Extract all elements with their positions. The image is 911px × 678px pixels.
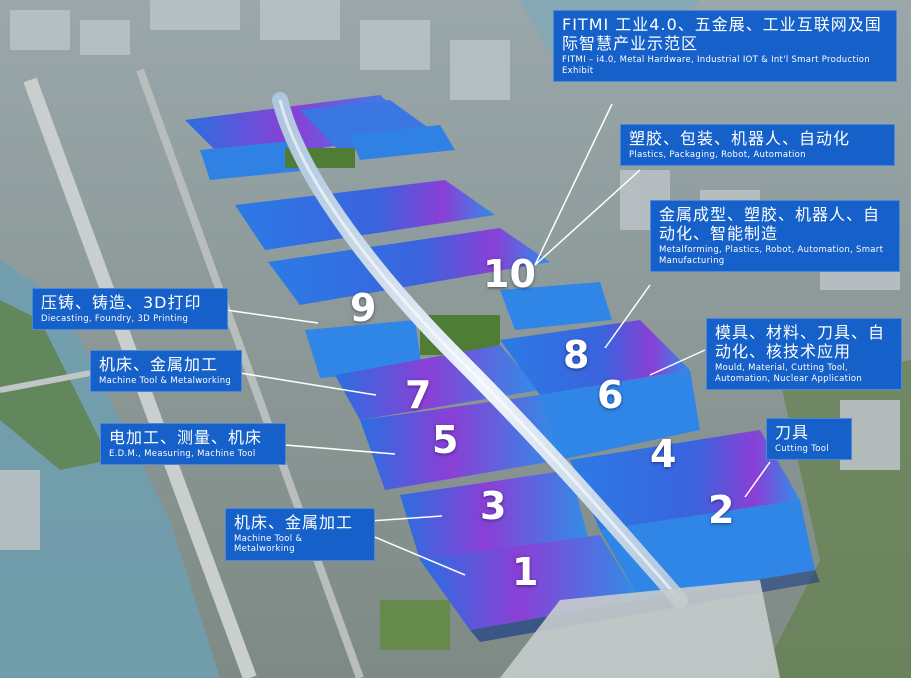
callout-machine-tool-upper: 机床、金属加工 Machine Tool & Metalworking [90, 350, 242, 393]
callout-edm-zh: 电加工、测量、机床 [109, 428, 263, 447]
callout-cutting-tool: 刀具 Cutting Tool [766, 418, 852, 461]
callout-diecasting-en: Diecasting, Foundry, 3D Printing [41, 314, 189, 325]
callout-metalforming-zh: 金属成型、塑胶、机器人、自动化、智能制造 [659, 205, 881, 244]
hall-number-10: 10 [483, 252, 536, 296]
leader-machine-lower-a [369, 515, 443, 522]
callout-machine-tool-upper-zh: 机床、金属加工 [99, 355, 219, 374]
leader-machine-upper [239, 372, 377, 396]
callout-mould: 模具、材料、刀具、自动化、核技术应用 Mould, Material, Cutt… [706, 318, 902, 390]
leader-edm [284, 444, 396, 455]
callout-diecasting: 压铸、铸造、3D打印 Diecasting, Foundry, 3D Print… [32, 288, 228, 331]
callout-plastics-en: Plastics, Packaging, Robot, Automation [629, 150, 806, 161]
hall-fitmi-roof-4 [350, 125, 455, 160]
callout-mould-en: Mould, Material, Cutting Tool, Automatio… [715, 363, 863, 384]
callout-mould-zh: 模具、材料、刀具、自动化、核技术应用 [715, 323, 886, 362]
hall-number-1: 1 [512, 550, 539, 594]
central-walkway-highlight [278, 99, 682, 601]
callout-fitmi-en: FITMI – i4.0, Metal Hardware, Industrial… [562, 55, 870, 76]
hall-number-4: 4 [650, 432, 677, 476]
leader-plastics [534, 169, 641, 266]
entrance-plaza [500, 580, 780, 678]
callout-metalforming: 金属成型、塑胶、机器人、自动化、智能制造 Metalforming, Plast… [650, 200, 900, 272]
callout-machine-tool-lower-en: Machine Tool & Metalworking [234, 534, 303, 555]
hall-10-annex [500, 282, 612, 330]
callout-cutting-tool-en: Cutting Tool [775, 444, 829, 455]
hall-9-annex [305, 320, 422, 378]
callout-plastics: 塑胶、包装、机器人、自动化 Plastics, Packaging, Robot… [620, 124, 895, 167]
hall-6-roof [540, 370, 700, 460]
leader-metalforming [604, 284, 651, 349]
hall-number-7: 7 [405, 373, 432, 417]
hall-fitmi-roof-3 [200, 140, 310, 180]
hall-8-roof [500, 320, 690, 395]
green-lawn [380, 600, 450, 650]
hall-row-top [235, 180, 495, 250]
leader-fitmi [534, 103, 613, 266]
callout-plastics-zh: 塑胶、包装、机器人、自动化 [629, 129, 851, 148]
leader-lines [225, 103, 771, 576]
leader-cutting [744, 461, 771, 498]
callout-fitmi-zh: FITMI 工业4.0、五金展、工业互联网及国际智慧产业示范区 [562, 15, 882, 54]
callout-edm-en: E.D.M., Measuring, Machine Tool [109, 449, 256, 460]
callout-fitmi: FITMI 工业4.0、五金展、工业互联网及国际智慧产业示范区 FITMI – … [553, 10, 897, 82]
callout-metalforming-en: Metalforming, Plastics, Robot, Automatio… [659, 245, 884, 266]
hall-number-6: 6 [597, 373, 624, 417]
callout-diecasting-zh: 压铸、铸造、3D打印 [41, 293, 202, 312]
hall-number-3: 3 [480, 484, 507, 528]
callout-machine-tool-lower-zh: 机床、金属加工 [234, 513, 354, 532]
hall-9-10-roof [268, 228, 550, 305]
hall-4-roof [570, 430, 800, 530]
hall-3-roof [400, 470, 590, 560]
green-area-left [0, 300, 110, 470]
callout-machine-tool-upper-en: Machine Tool & Metalworking [99, 376, 232, 387]
hall-7-roof [335, 345, 540, 420]
callout-cutting-tool-zh: 刀具 [775, 423, 810, 442]
leader-machine-lower-b [369, 534, 466, 576]
leader-mould [649, 349, 706, 376]
hall-number-9: 9 [350, 286, 377, 330]
leader-diecasting [225, 309, 319, 324]
hall-number-2: 2 [708, 488, 735, 532]
callout-machine-tool-lower: 机床、金属加工 Machine Tool & Metalworking [225, 508, 375, 561]
hall-number-8: 8 [563, 333, 590, 377]
callout-edm: 电加工、测量、机床 E.D.M., Measuring, Machine Too… [100, 423, 286, 466]
hall-number-5: 5 [432, 418, 459, 462]
